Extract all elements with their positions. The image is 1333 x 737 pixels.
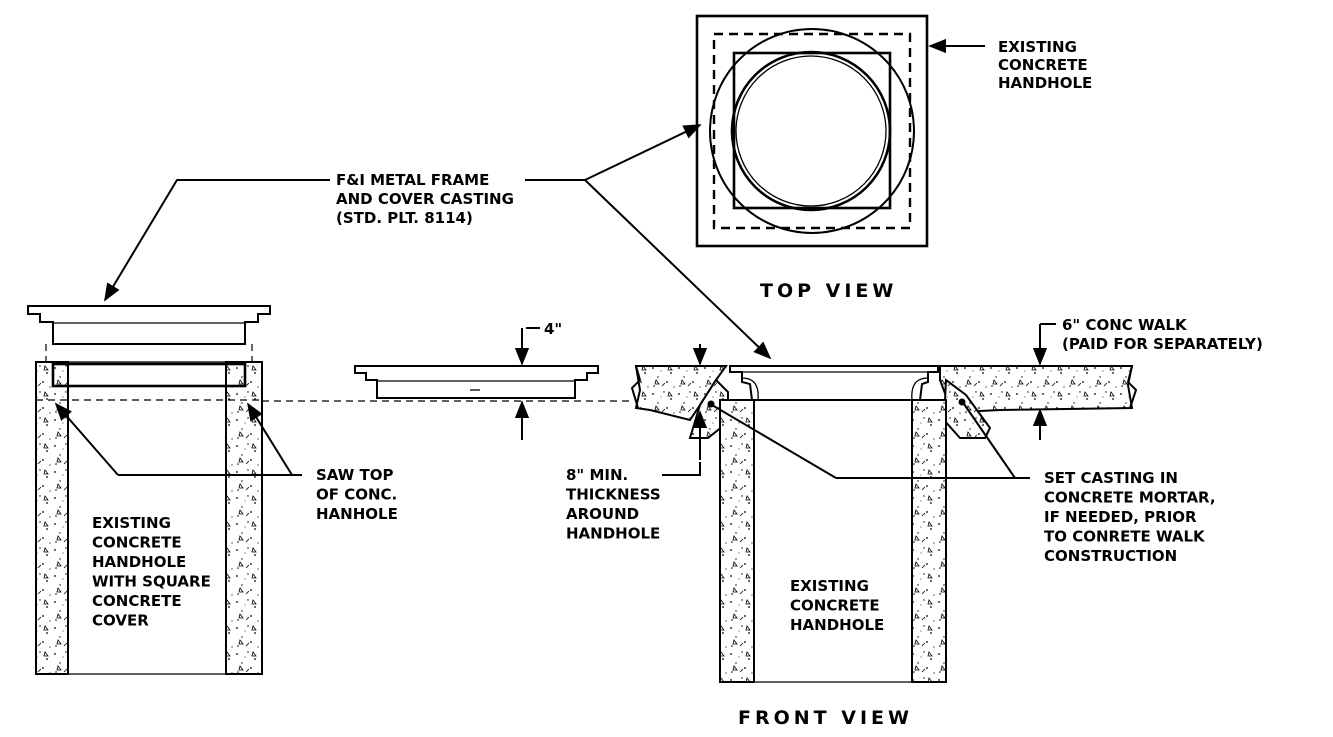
label-line: 8" MIN. <box>566 466 628 484</box>
label-line: CONCRETE MORTAR, <box>1044 489 1216 507</box>
left-handhole-elevation <box>27 305 271 675</box>
label-line: HANDHOLE <box>566 525 660 543</box>
label-line: F&I METAL FRAME <box>336 171 489 189</box>
frame-outer-circle <box>709 28 915 234</box>
left-wall <box>35 361 69 675</box>
dashed-square-outline <box>712 32 912 230</box>
frame-casting-leaders <box>104 124 772 360</box>
front-right-wall <box>911 399 947 683</box>
set-casting-leaders <box>711 403 1030 479</box>
leader-min-thickness <box>662 462 701 476</box>
label-line: TO CONRETE WALK <box>1044 528 1206 546</box>
label-line: OF CONC. <box>316 486 397 504</box>
front-left-wall <box>719 399 755 683</box>
label-line: SAW TOP <box>316 466 393 484</box>
title-top-view: TOP VIEW <box>760 280 897 302</box>
label-saw-top: SAW TOP OF CONC.HANHOLE <box>316 466 398 523</box>
label-line: CONSTRUCTION <box>1044 547 1177 565</box>
saw-top-leaders <box>54 402 302 476</box>
middle-frame-detail <box>354 327 599 440</box>
label-line: THICKNESS <box>566 486 661 504</box>
label-line: CONCRETE <box>92 534 182 552</box>
front-view-section <box>630 323 1138 683</box>
cover-circle <box>735 55 887 207</box>
title-front-view: FRONT VIEW <box>738 707 913 729</box>
label-line: CONCRETE <box>998 56 1088 74</box>
label-line: EXISTING <box>790 577 869 595</box>
right-wall <box>225 361 263 675</box>
label-line: SET CASTING IN <box>1044 469 1178 487</box>
top-view-plan <box>695 14 985 248</box>
label-line: HANDHOLE <box>92 553 186 571</box>
frame-inner-circle <box>730 50 892 212</box>
installed-frame-casting <box>729 365 939 401</box>
label-line: (PAID FOR SEPARATELY) <box>1062 335 1263 353</box>
label-line: AROUND <box>566 505 639 523</box>
walk-slab-left <box>634 365 728 422</box>
label-line: 6" CONC WALK <box>1062 316 1188 334</box>
label-line: (STD. PLT. 8114) <box>336 209 473 227</box>
label-set-casting: SET CASTING IN CONCRETE MORTAR,IF NEEDED,… <box>1044 469 1216 565</box>
label-line: HANDHOLE <box>998 74 1092 92</box>
label-line: AND COVER CASTING <box>336 190 514 208</box>
label-line: WITH SQUARE <box>92 573 211 591</box>
square-concrete-cover <box>51 362 247 388</box>
label-line: EXISTING <box>92 514 171 532</box>
label-line: COVER <box>92 612 149 630</box>
label-line: HANHOLE <box>316 505 398 523</box>
lifted-frame-casting <box>27 305 271 345</box>
label-line: IF NEEDED, PRIOR <box>1044 508 1197 526</box>
label-line: CONCRETE <box>790 597 880 615</box>
label-dim-4in: 4" <box>544 320 562 338</box>
label-line: HANDHOLE <box>790 616 884 634</box>
label-conc-walk: 6" CONC WALK(PAID FOR SEPARATELY) <box>1062 316 1263 353</box>
label-line: EXISTING <box>998 38 1077 56</box>
label-line: CONCRETE <box>92 592 182 610</box>
